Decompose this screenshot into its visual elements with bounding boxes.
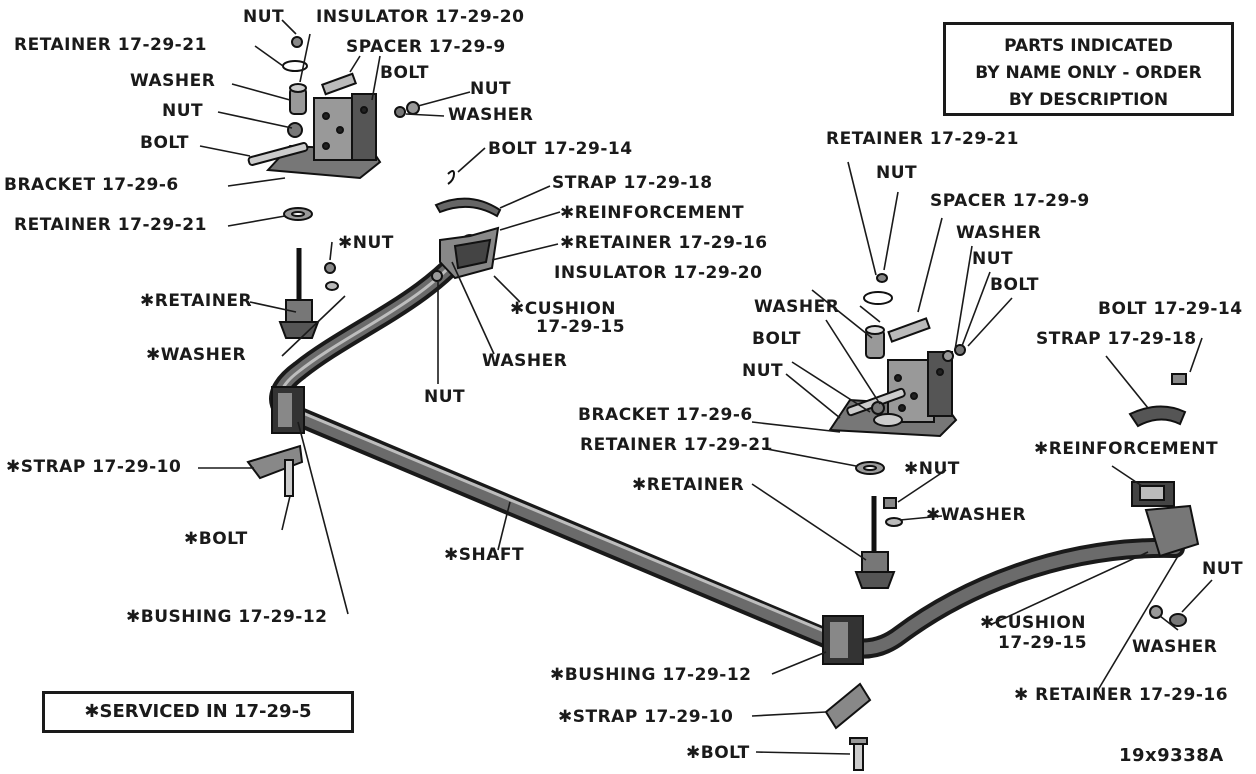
label-retainer-21-right-low: RETAINER 17-29-21	[580, 435, 773, 455]
label-bracket-right: BRACKET 17-29-6	[578, 405, 753, 425]
label-washer-star-right: ✱WASHER	[926, 505, 1027, 525]
label-strap-17-29-18-left: STRAP 17-29-18	[552, 173, 713, 193]
label-washer-top-right: WASHER	[448, 105, 534, 125]
label-nut-mid-left: NUT	[162, 101, 204, 121]
label-retainer-21-left: RETAINER 17-29-21	[14, 215, 207, 235]
label-bolt-left: BOLT	[140, 133, 190, 153]
label-bushing-left: ✱BUSHING 17-29-12	[126, 607, 328, 627]
label-nut-right-mid: NUT	[742, 361, 784, 381]
label-washer-far-right: WASHER	[1132, 637, 1218, 657]
label-retainer-top: RETAINER 17-29-21	[14, 35, 207, 55]
label-spacer-top: SPACER 17-29-9	[346, 37, 506, 57]
label-nut-top-right: NUT	[470, 79, 512, 99]
label-bracket-left: BRACKET 17-29-6	[4, 175, 179, 195]
strap-bottom-left-drawing	[246, 444, 304, 497]
label-retainer-16-left: ✱RETAINER 17-29-16	[560, 233, 768, 253]
label-nut-star-left: ✱NUT	[338, 233, 394, 253]
figure-number: 19x9338A	[1119, 745, 1224, 766]
label-cushion-left-num: 17-29-15	[536, 317, 626, 337]
label-bolt-17-29-14-left: BOLT 17-29-14	[488, 139, 633, 159]
strap-right-drawing	[1128, 373, 1200, 627]
label-nut-right: NUT	[972, 249, 1014, 269]
bracket-left-drawing	[265, 93, 382, 180]
label-washer-right: WASHER	[956, 223, 1042, 243]
label-retainer-16-right: ✱ RETAINER 17-29-16	[1014, 685, 1229, 705]
serviced-in-note: ✱SERVICED IN 17-29-5	[42, 691, 354, 733]
parts-note-line-2: BY NAME ONLY - ORDER	[975, 63, 1202, 83]
label-bushing-bottom: ✱BUSHING 17-29-12	[550, 665, 752, 685]
parts-note-line-3: BY DESCRIPTION	[1008, 90, 1169, 110]
label-bolt-star-left: ✱BOLT	[184, 529, 248, 549]
label-strap-17-29-18-right: STRAP 17-29-18	[1036, 329, 1197, 349]
label-washer-right-mid: WASHER	[754, 297, 840, 317]
parts-note-line-1: PARTS INDICATED	[1004, 36, 1173, 56]
label-strap-10-left: ✱STRAP 17-29-10	[6, 457, 182, 477]
label-insulator-mid: INSULATOR 17-29-20	[554, 263, 763, 283]
label-reinforcement-right: ✱REINFORCEMENT	[1034, 439, 1219, 459]
label-retainer-star-right: ✱RETAINER	[632, 475, 745, 495]
label-bolt-right-mid: BOLT	[752, 329, 802, 349]
leader-lines	[198, 19, 1213, 755]
label-retainer-21-right: RETAINER 17-29-21	[826, 129, 1019, 149]
label-washer-mid: WASHER	[482, 351, 568, 371]
strap-bottom-drawing	[824, 682, 872, 771]
label-bolt-star-bottom: ✱BOLT	[686, 743, 750, 763]
label-nut-right-top: NUT	[876, 163, 918, 183]
label-nut-top: NUT	[243, 7, 285, 27]
label-insulator-top: INSULATOR 17-29-20	[316, 7, 525, 27]
label-nut-far-right: NUT	[1202, 559, 1244, 579]
label-bolt-17-29-14-right: BOLT 17-29-14	[1098, 299, 1243, 319]
hardware-right	[846, 273, 966, 475]
parts-indicated-note: PARTS INDICATED BY NAME ONLY - ORDER BY …	[943, 22, 1234, 116]
label-reinforcement-left: ✱REINFORCEMENT	[560, 203, 745, 223]
label-cushion-right-num: 17-29-15	[998, 633, 1088, 653]
label-spacer-right: SPACER 17-29-9	[930, 191, 1090, 211]
label-cushion-right: ✱CUSHION	[980, 613, 1086, 633]
retainer-left-drawing	[278, 248, 339, 339]
label-washer-top-left: WASHER	[130, 71, 216, 91]
strap-left-drawing	[431, 170, 502, 282]
label-shaft: ✱SHAFT	[444, 545, 525, 565]
label-cushion-left: ✱CUSHION	[510, 299, 616, 319]
retainer-right-drawing	[854, 496, 903, 589]
label-nut-bottom-mid: NUT	[424, 387, 466, 407]
label-retainer-star-left: ✱RETAINER	[140, 291, 253, 311]
label-bolt-top: BOLT	[380, 63, 430, 83]
label-nut-star-right: ✱NUT	[904, 459, 960, 479]
label-washer-star-left: ✱WASHER	[146, 345, 247, 365]
label-bolt-right: BOLT	[990, 275, 1040, 295]
bushing-bottom-drawing	[822, 615, 864, 665]
label-strap-10-bottom: ✱STRAP 17-29-10	[558, 707, 734, 727]
